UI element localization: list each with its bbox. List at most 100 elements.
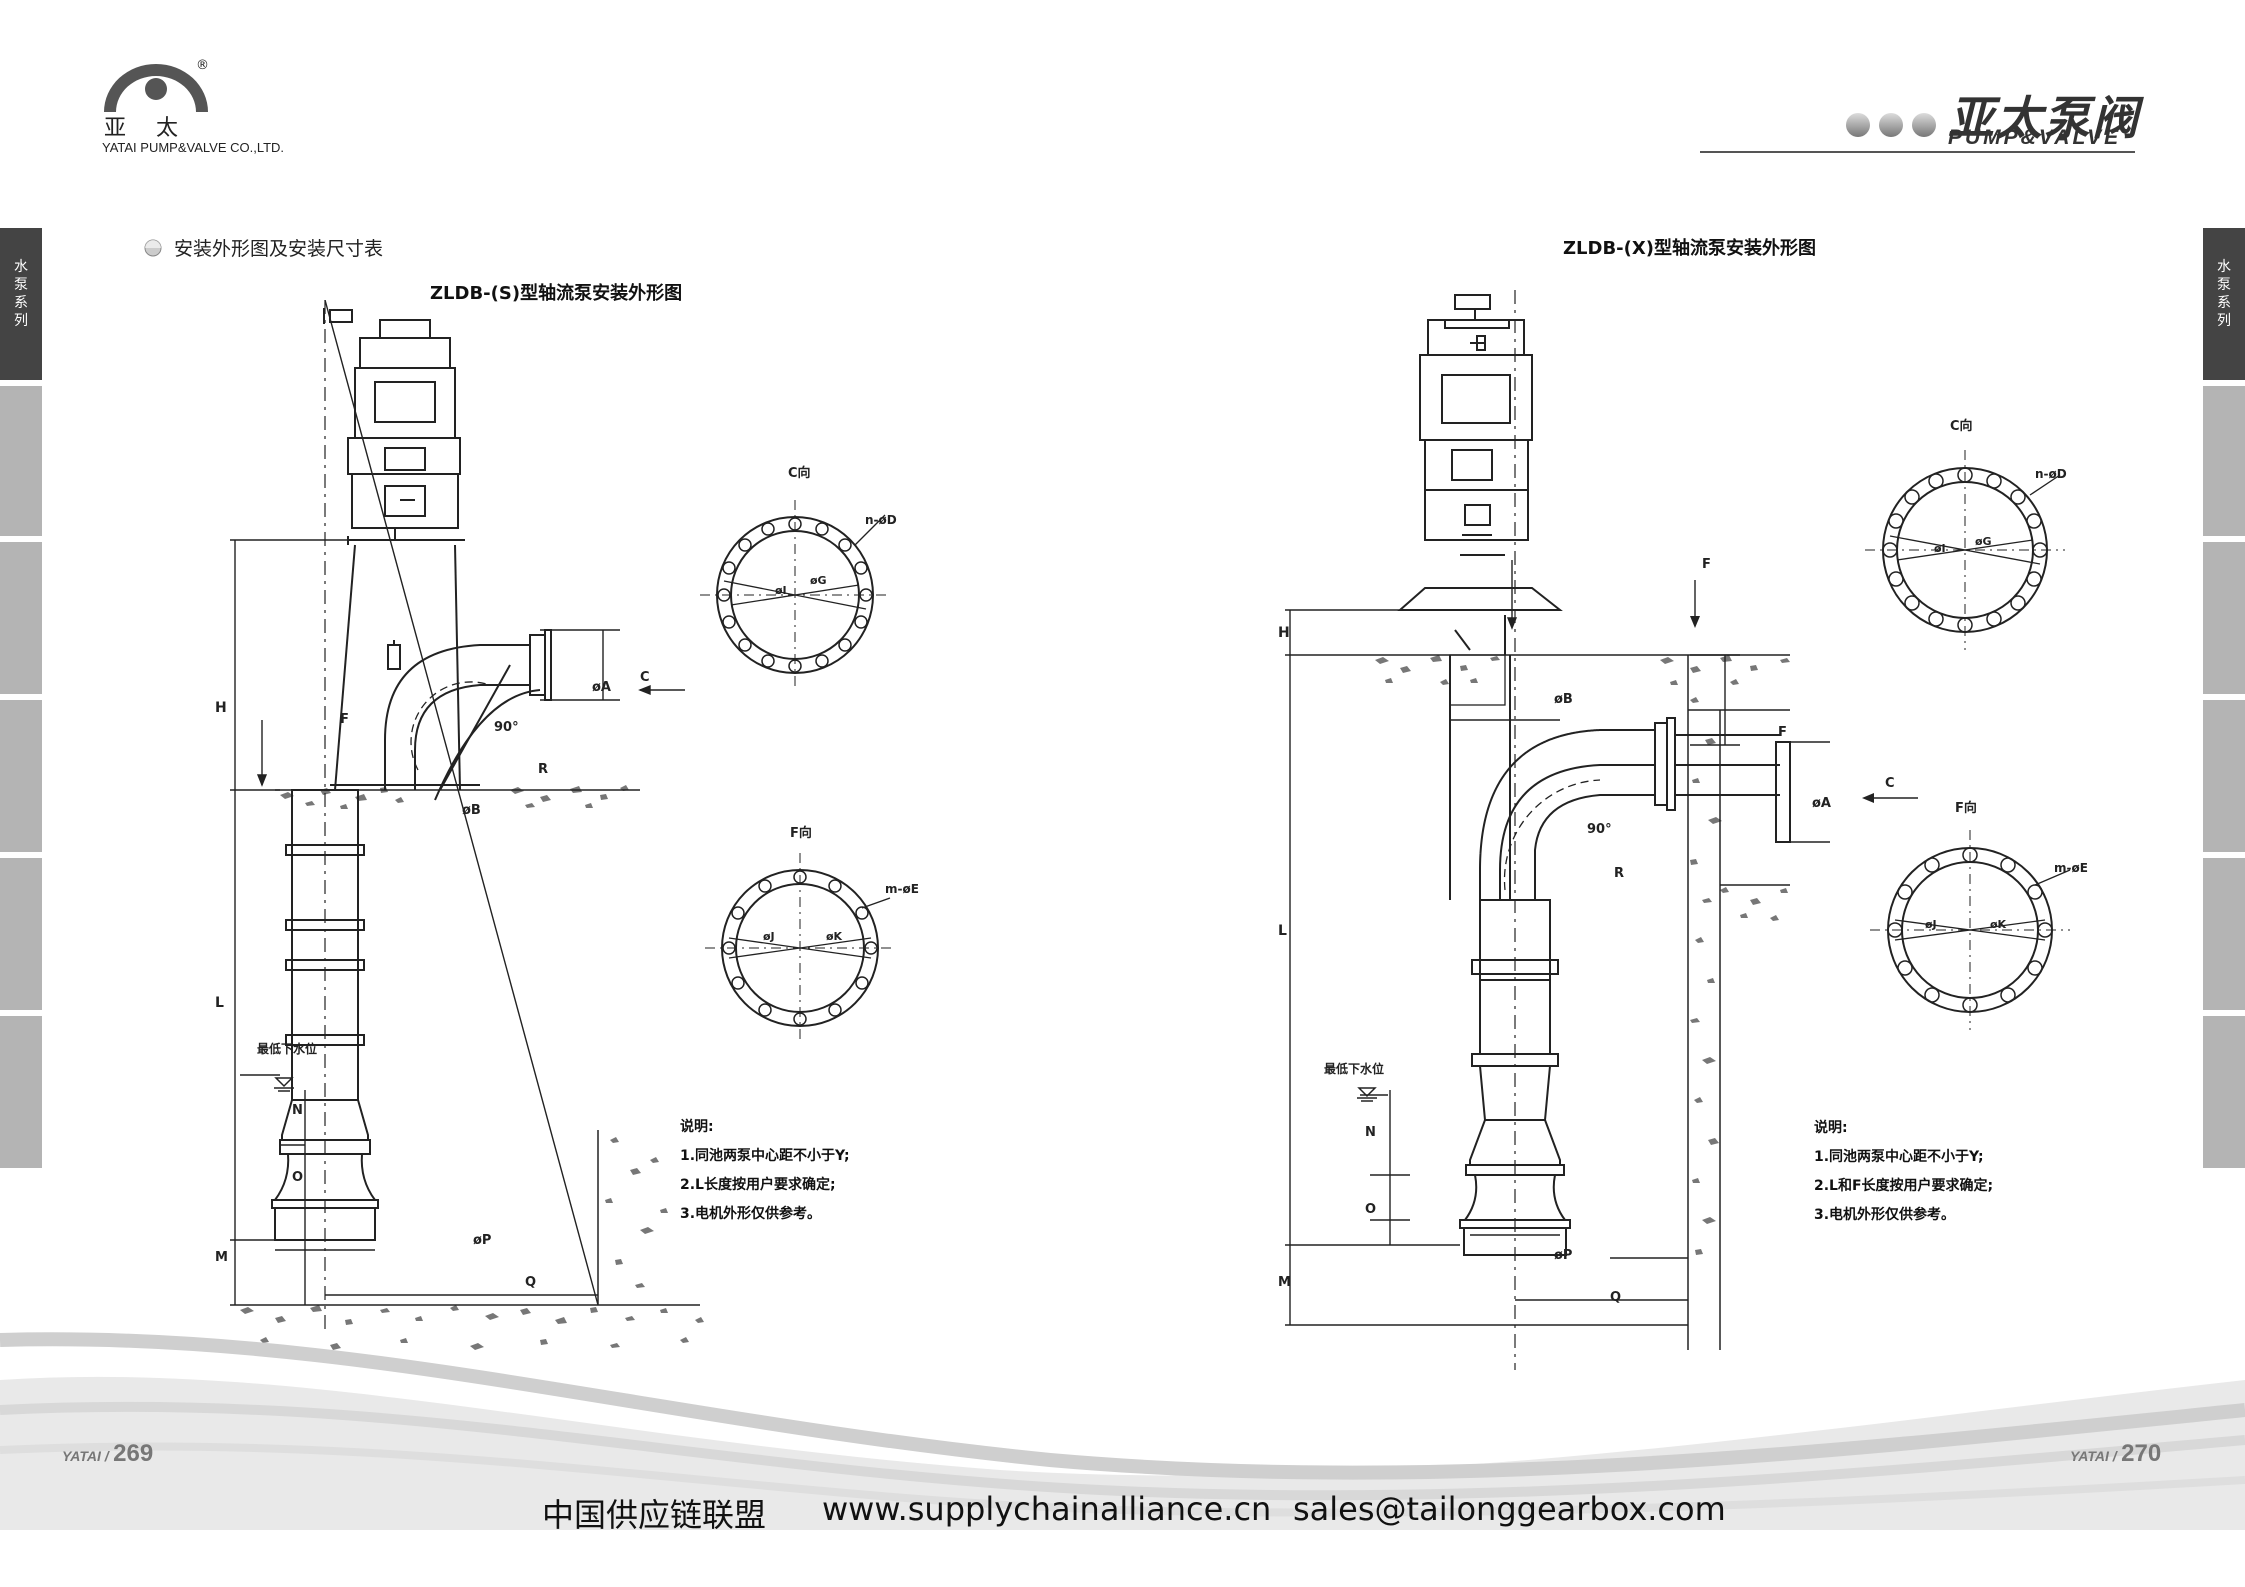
dim-label-phiK-right: øK bbox=[1990, 918, 2007, 931]
dim-label-C: C bbox=[640, 670, 650, 685]
tab-blank[interactable] bbox=[2203, 542, 2245, 694]
page-number: 269 bbox=[113, 1440, 154, 1467]
left-flange-c bbox=[700, 500, 890, 690]
left-pump-drawing bbox=[230, 300, 704, 1350]
page-brand: YATAI / bbox=[62, 1448, 109, 1464]
dim-label-phiP-r: øP bbox=[1554, 1248, 1573, 1263]
dim-label-O-r: O bbox=[1365, 1202, 1377, 1217]
dim-label-N: N bbox=[292, 1103, 303, 1118]
tab-blank[interactable] bbox=[2203, 858, 2245, 1010]
footer-website[interactable]: www.supplychainalliance.cn bbox=[822, 1490, 1272, 1528]
tab-blank[interactable] bbox=[0, 858, 42, 1010]
header-rule bbox=[1700, 151, 2135, 153]
dim-label-phiI-right: øI bbox=[1934, 542, 1946, 555]
note-item: 3.电机外形仅供参考。 bbox=[1814, 1207, 1956, 1223]
tab-pump-series-left[interactable]: 水泵系列 bbox=[0, 228, 42, 380]
right-pump-drawing bbox=[1285, 290, 1830, 1370]
tab-blank[interactable] bbox=[2203, 386, 2245, 536]
dim-label-C-r: C bbox=[1885, 776, 1895, 791]
dim-label-N-r: N bbox=[1365, 1125, 1376, 1140]
dim-label-angle: 90° bbox=[494, 720, 519, 735]
right-page-number: YATAI / 270 bbox=[2070, 1440, 2161, 1468]
dim-label-R: R bbox=[538, 762, 549, 777]
pump-base-and-elbow bbox=[330, 536, 552, 801]
dimension-lines bbox=[1285, 560, 1830, 1326]
dim-label-O: O bbox=[292, 1170, 304, 1185]
right-flange-f bbox=[1870, 830, 2071, 1030]
tab-blank[interactable] bbox=[2203, 700, 2245, 852]
section-bullet-icon bbox=[144, 239, 162, 257]
left-diagram-title: ZLDB-(S)型轴流泵安装外形图 bbox=[430, 283, 683, 304]
water-level-icon bbox=[274, 1077, 294, 1092]
dim-label-phiP: øP bbox=[473, 1233, 492, 1248]
tab-blank[interactable] bbox=[0, 386, 42, 536]
motor bbox=[323, 308, 461, 540]
note-item: 1.同池两泵中心距不小于Y; bbox=[680, 1148, 850, 1164]
brand-header: 亚太泵阀 PUMP&VALVE bbox=[1700, 82, 2140, 162]
min-water-level: 最低下水位 bbox=[257, 1042, 318, 1056]
tab-label: 水泵系列 bbox=[2217, 259, 2231, 329]
right-view-f-label: F向 bbox=[1955, 801, 1977, 816]
footer-org: 中国供应链联盟 bbox=[542, 1496, 767, 1534]
dim-label-F: F bbox=[340, 712, 349, 727]
left-view-c-label: C向 bbox=[788, 466, 811, 481]
company-logo: ® 亚太 YATAI PUMP&VALVE CO.,LTD. bbox=[100, 58, 300, 158]
left-view-f-label: F向 bbox=[790, 826, 812, 841]
footer-email[interactable]: sales@tailonggearbox.com bbox=[1293, 1490, 1726, 1528]
left-notes: 说明: 1.同池两泵中心距不小于Y; 2.L长度按用户要求确定; 3.电机外形仅… bbox=[680, 1113, 850, 1229]
dim-label-phiJ-right: øJ bbox=[1925, 918, 1937, 931]
dim-label-angle-r: 90° bbox=[1587, 822, 1612, 837]
tab-blank[interactable] bbox=[2203, 1016, 2245, 1168]
dim-label-phiK-left: øK bbox=[826, 930, 843, 943]
dimension-lines bbox=[230, 300, 685, 1306]
tab-blank[interactable] bbox=[0, 700, 42, 852]
right-side-tabs: 水泵系列 bbox=[2199, 228, 2245, 1178]
tab-pump-series-right[interactable]: 水泵系列 bbox=[2203, 228, 2245, 380]
note-item: 1.同池两泵中心距不小于Y; bbox=[1814, 1149, 1984, 1165]
page-brand: YATAI / bbox=[2070, 1448, 2117, 1464]
notes-heading: 说明: bbox=[1814, 1120, 1848, 1136]
pump-base-and-elbow bbox=[1397, 587, 1791, 900]
dim-label-F-vert: F bbox=[1778, 725, 1787, 740]
dim-label-phiG-right: øG bbox=[1975, 535, 1992, 548]
dim-label-Q-r: Q bbox=[1610, 1290, 1622, 1305]
section-title: 安装外形图及安装尺寸表 bbox=[174, 238, 384, 260]
dim-label-H-r: H bbox=[1278, 625, 1290, 641]
dim-label-phiB: øB bbox=[462, 803, 481, 818]
dim-label-phiB-r: øB bbox=[1554, 692, 1573, 707]
tab-label: 水泵系列 bbox=[14, 259, 28, 329]
tab-blank[interactable] bbox=[0, 1016, 42, 1168]
left-side-tabs: 水泵系列 bbox=[0, 228, 46, 1178]
tab-blank[interactable] bbox=[0, 542, 42, 694]
logo-mark-icon bbox=[104, 64, 208, 112]
dim-label-n-phiD-left: n-øD bbox=[865, 513, 897, 527]
logo-registered: ® bbox=[196, 58, 209, 73]
min-water-level-r: 最低下水位 bbox=[1324, 1062, 1385, 1076]
right-diagram-title: ZLDB-(X)型轴流泵安装外形图 bbox=[1563, 238, 1816, 259]
left-page-number: YATAI / 269 bbox=[62, 1440, 153, 1468]
dim-label-H: H bbox=[215, 700, 227, 716]
dim-label-phiA-r: øA bbox=[1812, 796, 1831, 811]
notes-heading: 说明: bbox=[680, 1119, 714, 1135]
dim-label-R-r: R bbox=[1614, 866, 1625, 881]
dim-label-phiA: øA bbox=[592, 680, 611, 695]
dim-label-phiI-left: øI bbox=[775, 584, 787, 597]
water-level-icon bbox=[1357, 1087, 1377, 1102]
dim-label-L: L bbox=[215, 995, 224, 1011]
logo-en: YATAI PUMP&VALVE CO.,LTD. bbox=[102, 140, 285, 155]
page-number: 270 bbox=[2121, 1440, 2162, 1467]
right-notes: 说明: 1.同池两泵中心距不小于Y; 2.L和F长度按用户要求确定; 3.电机外… bbox=[1814, 1114, 1993, 1230]
dim-label-M: M bbox=[215, 1250, 228, 1265]
motor bbox=[1419, 294, 1533, 556]
dim-label-phiJ-left: øJ bbox=[763, 930, 775, 943]
triple-circle-icon bbox=[1846, 113, 1936, 137]
dim-label-m-phiE-left: m-øE bbox=[885, 882, 919, 896]
right-f-arrow bbox=[1690, 580, 1700, 628]
bolt-holes bbox=[717, 517, 873, 673]
logo-cn: 亚太 bbox=[104, 116, 209, 141]
dim-label-Q: Q bbox=[525, 1275, 537, 1290]
ground-hatching bbox=[240, 785, 704, 1350]
dim-label-phiG-left: øG bbox=[810, 574, 827, 587]
brand-cn: 亚太泵阀 bbox=[1948, 91, 2140, 145]
dim-label-L-r: L bbox=[1278, 923, 1287, 939]
